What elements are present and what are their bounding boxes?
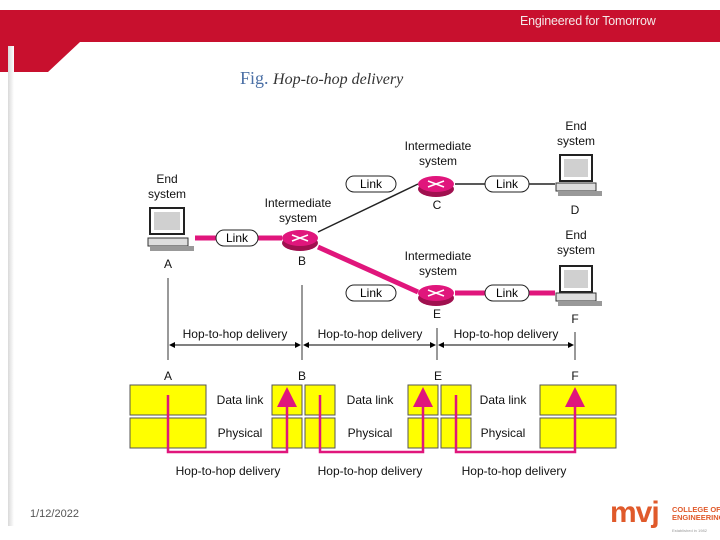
node-c-type-2: system xyxy=(419,154,457,168)
hop-label-bottom-1: Hop-to-hop delivery xyxy=(176,464,281,478)
guide-lines xyxy=(167,278,576,360)
router-c xyxy=(418,176,454,197)
hop-label-top-1: Hop-to-hop delivery xyxy=(183,327,288,341)
node-d-id: D xyxy=(571,203,580,217)
node-type-labels: End system Intermediate system Intermedi… xyxy=(148,119,595,278)
node-b-type-2: system xyxy=(279,211,317,225)
layer-label-datalink-2: Data link xyxy=(347,393,395,407)
layer-labels: Data link Physical Data link Physical Da… xyxy=(217,393,528,440)
layer-label-datalink-1: Data link xyxy=(217,393,265,407)
figure-caption: Hop-to-hop delivery xyxy=(273,71,404,88)
node-e-id: E xyxy=(433,307,441,321)
node-d-type-2: system xyxy=(557,134,595,148)
layer-label-datalink-3: Data link xyxy=(480,393,528,407)
node-a-type-2: system xyxy=(148,187,186,201)
header-band xyxy=(0,10,720,526)
node-f-type-2: system xyxy=(557,243,595,257)
layer-label-physical-3: Physical xyxy=(481,426,526,440)
link-label-cd: Link xyxy=(496,177,519,191)
figure-title: Fig. Hop-to-hop delivery xyxy=(240,68,403,89)
link-label-be: Link xyxy=(360,286,383,300)
node-f-id: F xyxy=(571,312,578,326)
node-a xyxy=(147,207,194,251)
node-f-type-1: End xyxy=(565,228,586,242)
flow-arrows xyxy=(166,387,585,454)
node-b-id: B xyxy=(298,254,306,268)
logo-subtitle: COLLEGE OF ENGINEERING xyxy=(672,505,720,522)
link-b-e xyxy=(316,244,420,295)
hop-label-bottom-3: Hop-to-hop delivery xyxy=(462,464,567,478)
stack-b-id: B xyxy=(298,369,306,383)
stack-f-id: F xyxy=(571,369,578,383)
slide-date: 1/12/2022 xyxy=(30,508,79,520)
node-e-type-1: Intermediate xyxy=(405,249,472,263)
stack-id-labels: A B E F xyxy=(164,369,579,383)
hop-label-bottom-2: Hop-to-hop delivery xyxy=(318,464,423,478)
college-logo: mvj COLLEGE OF ENGINEERING Established i… xyxy=(610,498,720,538)
router-e xyxy=(418,285,454,306)
link-b-c xyxy=(317,183,419,233)
link-labels: Link Link Link Link Link xyxy=(215,175,530,302)
stack-a-id: A xyxy=(164,369,172,383)
figure-prefix: Fig. xyxy=(240,68,269,88)
hop-labels-top: Hop-to-hop delivery Hop-to-hop delivery … xyxy=(173,327,568,341)
stack-e-id: E xyxy=(434,369,442,383)
node-d xyxy=(555,154,602,196)
node-c-type-1: Intermediate xyxy=(405,139,472,153)
node-d-type-1: End xyxy=(565,119,586,133)
hop-labels-bottom: Hop-to-hop delivery Hop-to-hop delivery … xyxy=(176,464,567,478)
node-f xyxy=(555,265,602,306)
node-b-type-1: Intermediate xyxy=(265,196,332,210)
node-id-labels: A B C D E F xyxy=(164,198,580,326)
hop-label-top-2: Hop-to-hop delivery xyxy=(318,327,423,341)
logo-established: Established in 1982 xyxy=(672,528,707,533)
router-b xyxy=(282,230,318,251)
link-label-ab: Link xyxy=(226,231,249,245)
link-label-bc: Link xyxy=(360,177,383,191)
link-label-ef: Link xyxy=(496,286,519,300)
header-tagline: Engineered for Tomorrow xyxy=(520,14,656,28)
node-a-type-1: End xyxy=(156,172,177,186)
node-c-id: C xyxy=(433,198,442,212)
hop-label-top-3: Hop-to-hop delivery xyxy=(454,327,559,341)
layer-label-physical-2: Physical xyxy=(348,426,393,440)
node-a-id: A xyxy=(164,257,172,271)
layer-label-physical-1: Physical xyxy=(218,426,263,440)
logo-wordmark: mvj xyxy=(610,496,660,529)
node-e-type-2: system xyxy=(419,264,457,278)
